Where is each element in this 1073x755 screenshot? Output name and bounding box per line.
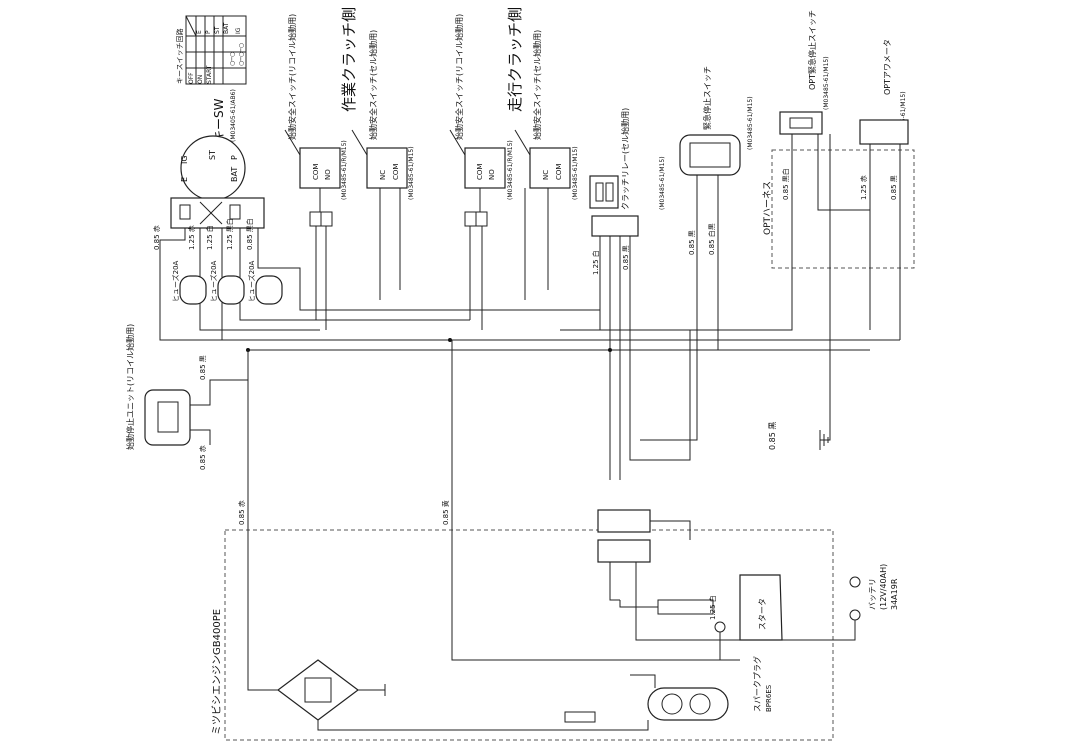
- switch-3-pin-no: NO: [488, 169, 496, 180]
- switch-1-part: (M03485-61/R/M15): [341, 140, 348, 200]
- key-wire-label-1: 0.85 赤: [153, 225, 161, 250]
- key-table-row-off: OFF: [188, 72, 195, 84]
- engine-label: ミツビシエンジンGB400PE: [211, 609, 223, 735]
- starter-label: スタータ: [758, 598, 767, 630]
- ground-label: 0.85 黒: [768, 422, 777, 450]
- emergency-switch: 緊急停止スイッチ (M03485-61/M15) 0.85 黒 0.85 白黒: [620, 66, 754, 441]
- key-terminal-e: E: [180, 177, 189, 182]
- battery-spec-2: 34A19R: [890, 578, 899, 610]
- key-table-col-st: ST: [214, 26, 221, 34]
- key-wire-label-3: 1.25 白: [205, 225, 214, 250]
- key-wire-label-4: 1.25 黒白: [225, 218, 234, 250]
- fuse-1-label: ヒューズ20A: [171, 260, 180, 302]
- key-table-col-bat: BAT: [223, 22, 230, 34]
- switch-1-title: 始動安全スイッチ(リコイル始動用): [287, 14, 297, 140]
- switch-4-part: (M03485-61/M15): [572, 146, 579, 200]
- stop-unit-label: 始動停止ユニット(リコイル始動用): [125, 324, 135, 450]
- relay-wire-2: 0.85 黒: [622, 245, 630, 270]
- relay-wire-1: 1.25 白: [591, 250, 600, 275]
- key-switch: キーSW (M03405-61/AB6) E IG ST BAT P: [170, 89, 265, 229]
- clutch-relay: クラッチリレー(セル始動用) (M03485-61/M15) 1.25 白 0.…: [589, 108, 691, 480]
- starter-wire: 1.25 白: [708, 595, 717, 620]
- key-table-circuit-on: ○─○─○: [238, 43, 245, 66]
- key-switch-table: キースイッチ回路 E P ST BAT IG OFF ON START ○─○ …: [175, 15, 247, 85]
- spark-plug-note: BPR6ES: [765, 684, 773, 712]
- safety-switch-group-1: 作業クラッチ側 始動安全スイッチ(リコイル始動用) 始動安全スイッチ(セル始動用…: [284, 7, 415, 330]
- key-terminal-bat: BAT: [230, 167, 239, 182]
- opt-harness-label: OPTハーネス: [762, 181, 773, 235]
- stop-unit-wire-2: 0.85 赤: [199, 445, 207, 470]
- group-title-work-clutch: 作業クラッチ側: [340, 7, 358, 112]
- engine-wire-1: 0.85 赤: [238, 500, 246, 525]
- key-wire-label-5: 0.85 黒白: [245, 218, 254, 250]
- safety-switch-group-2: 走行クラッチ側 始動安全スイッチ(リコイル始動用) 始動安全スイッチ(セル始動用…: [449, 7, 579, 330]
- fuses: ヒューズ20A ヒューズ20A ヒューズ20A: [171, 260, 283, 305]
- opt-wire-1: 0.85 黒白: [781, 168, 790, 200]
- opt-hourmeter-label: OPTアワメータ: [883, 39, 892, 95]
- switch-1-pin-com: COM: [312, 164, 320, 180]
- emergency-switch-label: 緊急停止スイッチ: [702, 66, 712, 130]
- key-table-heading: キースイッチ回路: [175, 28, 184, 84]
- ground-symbol: 0.85 黒: [768, 422, 829, 450]
- switch-3-pin-com: COM: [476, 164, 484, 180]
- switch-3-part: (M03485-61/R/M15): [507, 140, 514, 200]
- opt-emergency-label: OPT緊急停止スイッチ: [807, 10, 817, 90]
- key-table-col-p: P: [205, 30, 212, 34]
- opt-wire-2: 1.25 赤: [860, 175, 868, 200]
- spark-plug: スパークプラグ BPR6ES: [564, 656, 773, 731]
- fuse-3-label: ヒューズ20A: [247, 260, 256, 302]
- opt-emergency-note: (M03485-61/M15): [823, 56, 830, 110]
- switch-4-pin-nc: NC: [542, 170, 550, 180]
- relay-connector: [597, 509, 830, 641]
- clutch-relay-note: (M03485-61/M15): [659, 156, 666, 210]
- switch-2-pin-com: COM: [392, 164, 400, 180]
- switch-3-title: 始動安全スイッチ(リコイル始動用): [454, 14, 464, 140]
- starter: スタータ 1.25 白: [619, 574, 783, 660]
- switch-1-pin-no: NO: [324, 169, 332, 180]
- emerg-wire-2: 0.85 白黒: [707, 223, 716, 255]
- opt-harness: OPTハーネス OPT緊急停止スイッチ (M03485-61/M15) OPTア…: [560, 10, 915, 340]
- rectifier: [247, 659, 580, 731]
- key-table-row-on: ON: [197, 75, 204, 84]
- switch-2-pin-nc: NC: [379, 170, 387, 180]
- switch-4-pin-com: COM: [555, 164, 563, 180]
- emergency-switch-note: (M03485-61/M15): [747, 96, 754, 150]
- key-table-col-e: E: [196, 30, 203, 34]
- battery: バッテリ (12V/40AH) 34A19R: [830, 564, 899, 641]
- key-terminal-ig: IG: [180, 155, 189, 164]
- key-switch-label: キーSW: [212, 98, 226, 142]
- key-table-col-ig: IG: [235, 27, 242, 34]
- bus-wires: [160, 134, 900, 441]
- spark-plug-label: スパークプラグ: [752, 656, 762, 712]
- battery-label: バッテリ: [868, 578, 877, 610]
- fuse-2-label: ヒューズ20A: [209, 260, 218, 302]
- emerg-wire-1: 0.85 黒: [688, 230, 696, 255]
- stop-unit-wire-1: 0.85 黒: [199, 355, 207, 380]
- opt-wire-3: 0.85 黒: [890, 175, 898, 200]
- key-switch-note: (M03405-61/AB6): [230, 89, 237, 142]
- switch-4-title: 始動安全スイッチ(セル始動用): [532, 30, 542, 140]
- key-terminal-st: ST: [208, 150, 217, 160]
- clutch-relay-label: クラッチリレー(セル始動用): [620, 108, 630, 210]
- switch-2-title: 始動安全スイッチ(セル始動用): [368, 30, 378, 140]
- stop-unit: 始動停止ユニット(リコイル始動用) 0.85 黒 0.85 赤: [125, 324, 248, 470]
- opt-hourmeter-note: (M03485-61/M15): [900, 91, 907, 145]
- key-table-row-start: START: [206, 65, 213, 84]
- switch-2-part: (M03485-61/M15): [408, 146, 415, 200]
- group-title-travel-clutch: 走行クラッチ側: [506, 7, 524, 112]
- key-terminal-p: P: [230, 155, 239, 160]
- battery-spec: (12V/40AH): [879, 564, 888, 610]
- engine-wire-2: 0.85 黄: [441, 500, 450, 525]
- engine-frame: ミツビシエンジンGB400PE 0.85 赤 0.85 黄: [211, 340, 834, 741]
- key-wire-label-2: 1.25 赤: [188, 225, 196, 250]
- key-table-circuit-off: ○─○: [229, 52, 236, 66]
